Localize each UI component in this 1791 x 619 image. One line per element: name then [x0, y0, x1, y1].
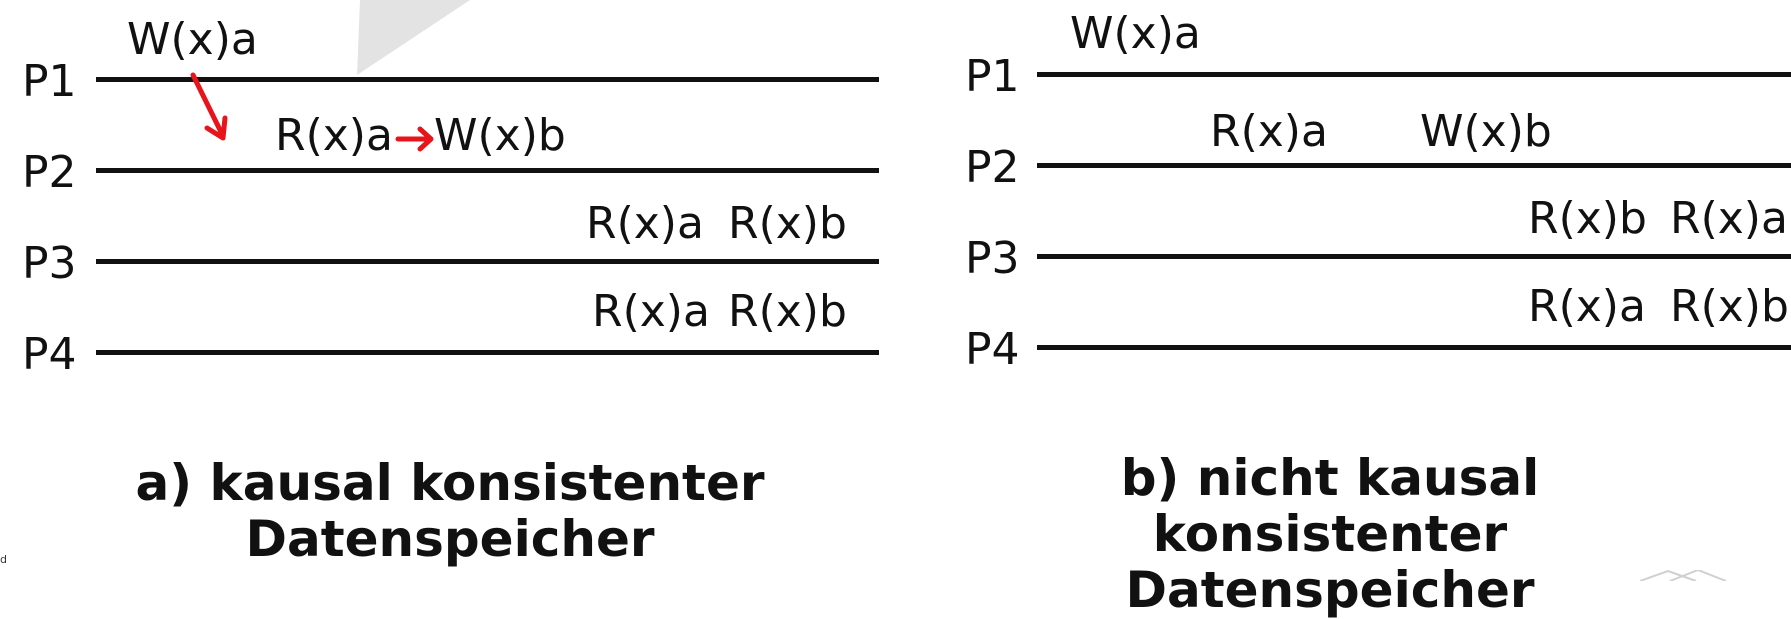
background-triangle-shape: [357, 0, 470, 75]
op-p4-read-1: R(x)a: [592, 286, 710, 337]
process-label-p1: P1: [22, 56, 77, 107]
op-p3-read-1: R(x)b: [1528, 193, 1647, 244]
process-label-p4: P4: [22, 329, 77, 380]
op-p3-read-2: R(x)a: [1670, 193, 1788, 244]
timeline-p4: [96, 350, 879, 355]
process-label-p4: P4: [965, 324, 1020, 375]
timeline-p1: [1037, 72, 1791, 77]
op-p1-write: W(x)a: [1070, 8, 1201, 59]
timeline-p3: [1037, 254, 1791, 259]
caption-a-line2: Datenspeicher: [245, 510, 655, 568]
op-p4-read-2: R(x)b: [1670, 281, 1789, 332]
process-label-p2: P2: [965, 142, 1020, 193]
panel-a-causal-consistent: P1 P2 P3 P4 W(x)a R(x)a W(x)b R(x)a R(x)…: [0, 0, 890, 581]
causal-arrow-diagonal: [190, 72, 228, 141]
op-p2-write: W(x)b: [1420, 106, 1552, 157]
caption-b-line1: b) nicht kausal konsistenter: [1120, 449, 1540, 563]
caption-b-line2: Datenspeicher: [1125, 561, 1535, 619]
process-label-p1: P1: [965, 51, 1020, 102]
op-p2-read: R(x)a: [275, 110, 393, 161]
timeline-p3: [96, 259, 879, 264]
process-label-p3: P3: [22, 238, 77, 289]
process-label-p3: P3: [965, 233, 1020, 284]
panel-b-not-causal-consistent: P1 P2 P3 P4 W(x)a R(x)a W(x)b R(x)b R(x)…: [940, 0, 1791, 618]
op-p2-read: R(x)a: [1210, 106, 1328, 157]
timeline-p2: [1037, 163, 1791, 168]
corner-text-fragment: d: [0, 553, 7, 566]
causal-arrow-horizontal: [395, 126, 434, 152]
timeline-p1: [96, 77, 879, 82]
timeline-p4: [1037, 345, 1791, 350]
op-p2-write: W(x)b: [434, 110, 566, 161]
process-label-p2: P2: [22, 147, 77, 198]
op-p1-write: W(x)a: [127, 14, 258, 65]
corner-decoration-icon: [1640, 570, 1727, 581]
timeline-p2: [96, 168, 879, 173]
op-p4-read-1: R(x)a: [1528, 281, 1646, 332]
caption-b: b) nicht kausal konsistenter Datenspeich…: [940, 450, 1720, 618]
op-p3-read-2: R(x)b: [728, 198, 847, 249]
caption-a-line1: a) kausal konsistenter: [135, 454, 765, 512]
op-p3-read-1: R(x)a: [586, 198, 704, 249]
caption-a: a) kausal konsistenter Datenspeicher: [90, 455, 810, 567]
op-p4-read-2: R(x)b: [728, 286, 847, 337]
